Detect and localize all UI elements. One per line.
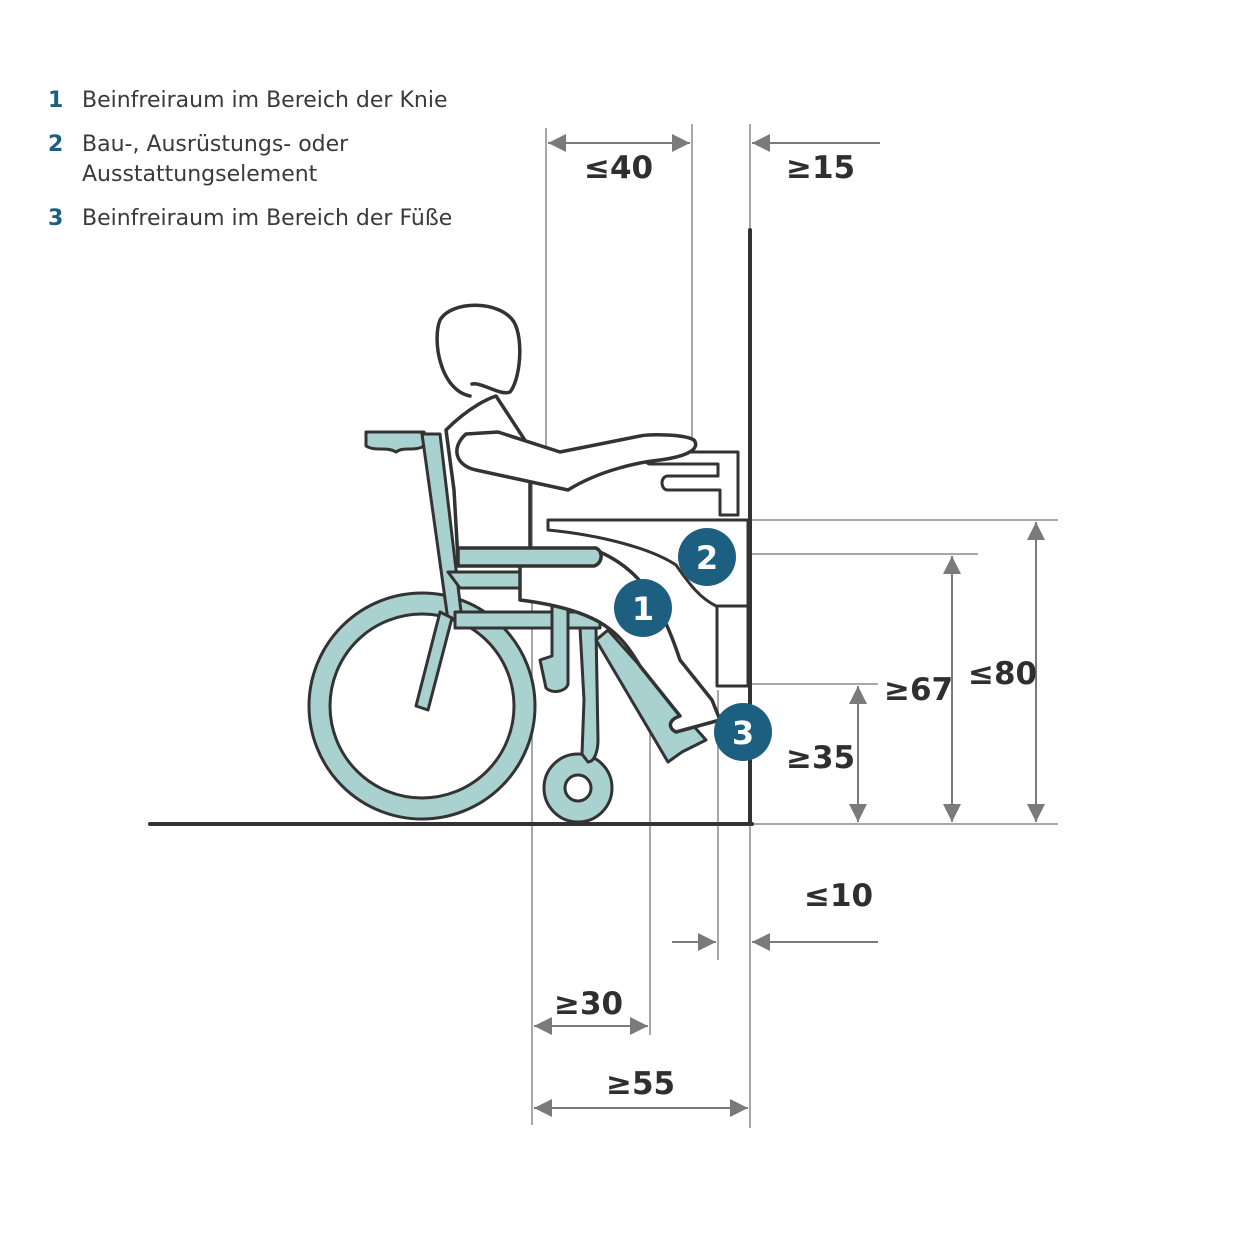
- legend-number: 2: [48, 132, 64, 157]
- badge-1-label: 1: [632, 590, 654, 628]
- head: [435, 303, 522, 398]
- badge-2-label: 2: [696, 539, 718, 577]
- legend-item-2: 2 Bau-, Ausrüstungs- oder Ausstattungsel…: [48, 130, 452, 190]
- siphon: [715, 604, 750, 688]
- person: [435, 303, 722, 734]
- push-handle: [364, 430, 426, 454]
- legend-number: 1: [48, 88, 64, 113]
- dim-foot-depth-label: ≥55: [606, 1066, 675, 1102]
- dimension-labels: ≤40 ≥15 ≤80 ≥67 ≥35 ≤10 ≥30 ≥55: [554, 150, 1037, 1102]
- number-badges: 2 1 3: [614, 528, 772, 761]
- legend-item-1: 1 Beinfreiraum im Bereich der Knie: [48, 86, 452, 116]
- legend-label: Beinfreiraum im Bereich der Knie: [82, 88, 448, 113]
- badge-1: 1: [614, 579, 672, 637]
- dim-element-label: ≥15: [786, 150, 855, 186]
- dim-toe-recess-label: ≤10: [804, 878, 873, 914]
- badge-3-label: 3: [732, 714, 754, 752]
- dim-reach-label: ≤40: [584, 150, 653, 186]
- fork: [578, 626, 600, 764]
- legend-number: 3: [48, 206, 64, 231]
- seat-cushion: [456, 546, 603, 568]
- legend-item-3: 3 Beinfreiraum im Bereich der Füße: [48, 204, 452, 234]
- legend-label: Beinfreiraum im Bereich der Füße: [82, 206, 453, 231]
- badge-2: 2: [678, 528, 736, 586]
- dimension-arrows: [534, 134, 1045, 1117]
- dim-table-label: ≤80: [968, 656, 1037, 692]
- legend: 1 Beinfreiraum im Bereich der Knie 2 Bau…: [48, 86, 452, 248]
- arm: [455, 430, 698, 492]
- side-guard: [538, 588, 570, 693]
- dim-knee-height-label: ≥67: [884, 672, 953, 708]
- badge-3: 3: [714, 703, 772, 761]
- dim-knee-depth-label: ≥30: [554, 986, 623, 1022]
- dim-toe-height-label: ≥35: [786, 740, 855, 776]
- legend-label: Bau-, Ausrüstungs- oder Ausstattungselem…: [82, 132, 349, 187]
- front-strut: [414, 610, 454, 712]
